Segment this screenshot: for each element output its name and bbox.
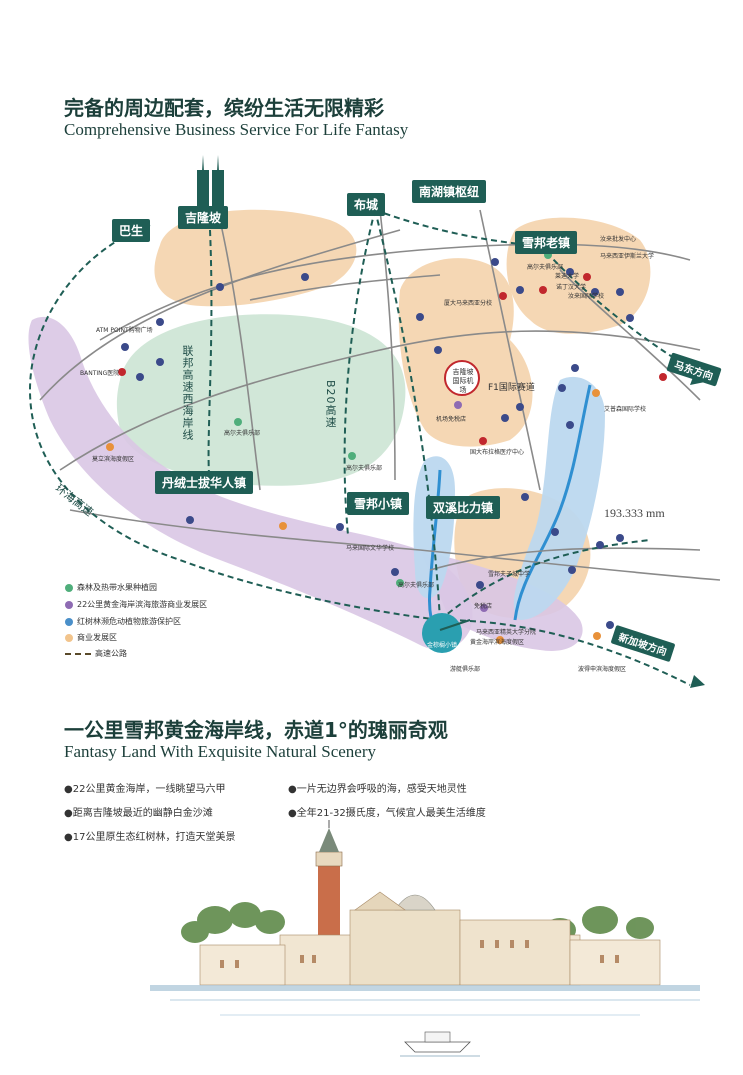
legend-mangrove-swatch (65, 617, 73, 626)
place-xuebang-small: 雪邦小镇 (347, 492, 410, 515)
place-bucheng: 布城 (347, 193, 386, 216)
legend-commercial-label: 商业发展区 (77, 633, 117, 642)
poi-golf4: 高尔夫俱乐部 (398, 582, 435, 589)
area-map (28, 155, 721, 688)
place-nanhu: 南湖镇枢纽 (412, 180, 487, 203)
poi-f1: F1国际赛道 (488, 383, 535, 393)
legend-mangrove: 红树林濒危动植物旅游保护区 (65, 616, 181, 627)
poi-xiamen: 厦大马来西亚分校 (444, 300, 493, 307)
legend-commercial-swatch (65, 633, 73, 642)
legend-commercial: 商业发展区 (65, 632, 117, 643)
poi-golden-palm: 金棕榈小镇 (426, 642, 457, 649)
legend-highway-swatch (65, 652, 91, 655)
poi-airport: 吉隆坡国际机场 (452, 368, 474, 394)
place-xuebang-old: 雪邦老镇 (515, 231, 578, 254)
legend-coast: 22公里黄金海岸滨海旅游商业发展区 (65, 599, 207, 610)
bullet-right-2: ●全年21-32摄氏度，气候宜人最美生活维度 (288, 808, 486, 819)
legend-mangrove-label: 红树林濒危动植物旅游保护区 (77, 617, 181, 626)
bullet-left-3: ●17公里原生态红树林，打造天堂美景 (64, 832, 236, 843)
legend-highway: 高速公路 (65, 648, 127, 659)
poi-school1: 马来国际文华学校 (346, 545, 395, 552)
poi-wholesale: 汝来批发中心 (600, 236, 637, 243)
section2-title-cn: 一公里雪邦黄金海岸线，赤道1°的瑰丽奇观 (64, 718, 448, 742)
bullet-left-1: ●22公里黄金海岸，一线眺望马六甲 (64, 784, 226, 795)
place-bashang: 巴生 (112, 219, 151, 242)
poi-ai-school: 艾普森国际学校 (604, 406, 647, 413)
section2-title-en: Fantasy Land With Exquisite Natural Scen… (64, 742, 377, 761)
road-b20: B20高速 (324, 380, 337, 429)
section1-title-cn: 完备的周边配套，缤纷生活无限精彩 (64, 96, 384, 120)
road-lianbang: 联邦高速西海岸线 (181, 345, 194, 441)
legend-forest-label: 森林及热带水果种植园 (77, 583, 157, 592)
place-jilongpo: 吉隆坡 (178, 206, 229, 229)
poi-banting: BANTING医院 (80, 370, 120, 377)
place-danrong: 丹绒士拔华人镇 (155, 471, 254, 494)
legend-coast-swatch (65, 600, 73, 609)
legend-forest: 森林及热带水果种植园 (65, 582, 157, 593)
poi-golf2: 高尔夫俱乐部 (346, 465, 383, 472)
poi-beach: 莫立滨海度假区 (92, 456, 135, 463)
poi-yacht: 游艇俱乐部 (450, 666, 481, 673)
poi-intl-school: 汝来国际学校 (568, 293, 605, 300)
poi-univ-branch: 马来西亚精英大学分院 (476, 629, 537, 636)
legend-coast-label: 22公里黄金海岸滨海旅游商业发展区 (77, 600, 208, 609)
section1-title-en: Comprehensive Business Service For Life … (64, 120, 409, 139)
bullet-right-1: ●一片无边界会呼吸的海，感受天地灵性 (288, 784, 467, 795)
scale-note: 193.333 mm (604, 506, 665, 520)
poi-nottingham: 诺丁汉大学 (556, 284, 587, 291)
bullet-left-2: ●距离吉隆坡最近的幽静白金沙滩 (64, 808, 213, 819)
poi-dutyfree: 免税店 (474, 603, 493, 610)
legend-forest-swatch (65, 583, 73, 592)
poi-lishan: 莱迪大学 (555, 273, 580, 280)
legend-highway-label: 高速公路 (95, 649, 127, 658)
poi-gold-beach: 黄金海岸滨海度假区 (470, 639, 525, 646)
poi-golf1: 高尔夫俱乐部 (224, 430, 261, 437)
poi-porto: 波得申滨海度假区 (578, 666, 627, 673)
poi-school2: 雪邦夫子城中学 (488, 571, 531, 578)
place-shuangxi: 双溪比力镇 (426, 496, 501, 519)
poi-malaysia-univ: 马来西亚伊斯兰大学 (600, 253, 655, 260)
poi-medical: 国大布拉格医疗中心 (470, 449, 525, 456)
venice-illustration (150, 820, 700, 1057)
poi-golf3: 高尔夫俱乐部 (527, 264, 564, 271)
poi-airport-tax: 机场免税店 (436, 416, 467, 423)
poi-atm: ATM POINT购物广场 (96, 327, 153, 334)
